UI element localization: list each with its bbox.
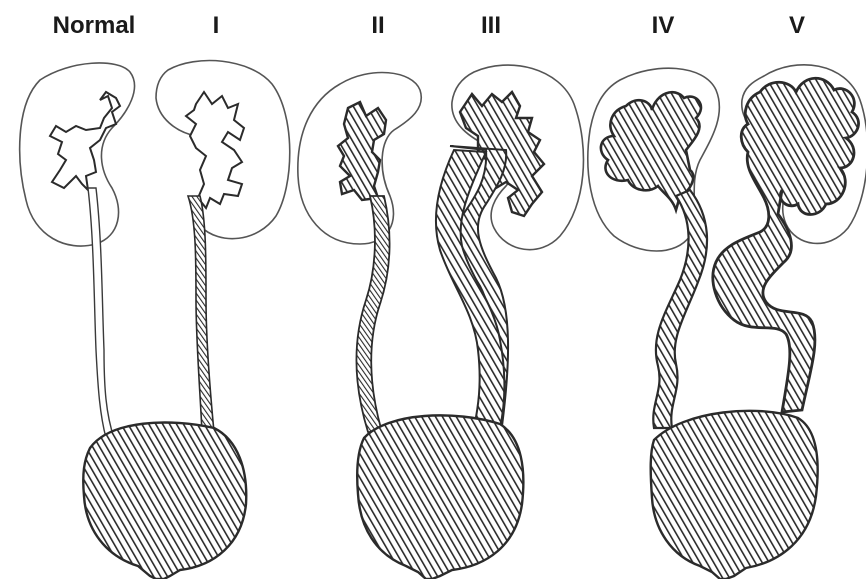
collecting-system-grade-v xyxy=(713,78,859,412)
group-grade-ii-and-iii xyxy=(298,65,584,579)
bladder-grade-iv-v xyxy=(651,411,818,579)
group-grade-iv-and-v xyxy=(588,65,866,579)
group-normal-and-grade-i xyxy=(20,61,290,579)
bladder-grade-ii-iii xyxy=(357,415,523,579)
bladder-normal-grade-i xyxy=(83,423,246,579)
